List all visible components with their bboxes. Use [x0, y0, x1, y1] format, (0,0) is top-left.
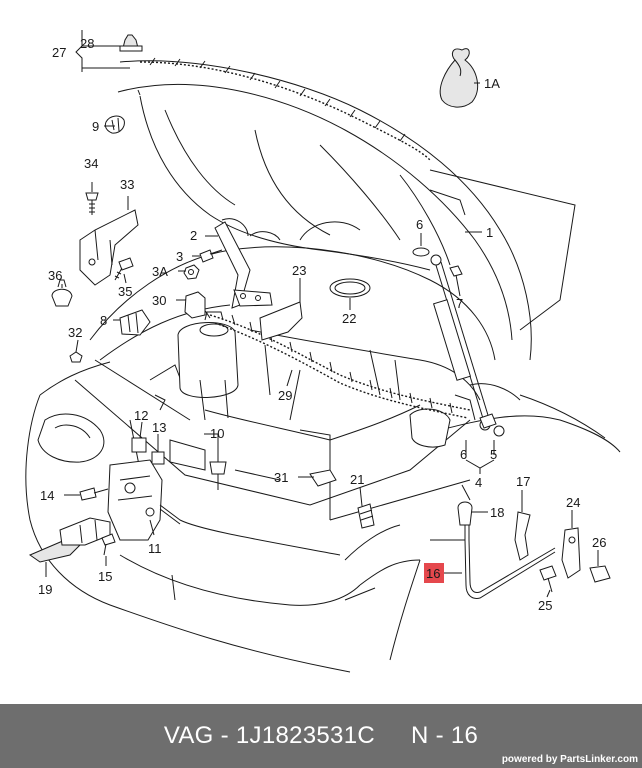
callout-11[interactable]: 11	[148, 541, 162, 556]
callout-13[interactable]: 13	[152, 420, 166, 435]
callout-5[interactable]: 5	[490, 447, 497, 462]
callout-15[interactable]: 15	[98, 569, 112, 584]
highlight-box	[424, 563, 444, 583]
part-number: 1J1823531C	[235, 722, 375, 749]
engine-bay-drawing	[89, 246, 521, 448]
callout-6-upper[interactable]: 6	[416, 217, 423, 232]
callout-29[interactable]: 29	[278, 388, 292, 403]
callout-32[interactable]: 32	[68, 325, 82, 340]
callout-36[interactable]: 36	[48, 268, 62, 283]
callout-12[interactable]: 12	[134, 408, 148, 423]
small-parts-drawing	[28, 34, 611, 599]
callout-30[interactable]: 30	[152, 293, 166, 308]
exploded-parts-diagram: 27 28 1A 9 1 6 2 3 3A 7 33 34 35 36 30 8…	[25, 30, 621, 673]
position-label: N - 16	[411, 722, 479, 749]
callout-31[interactable]: 31	[274, 470, 288, 485]
callout-25[interactable]: 25	[538, 598, 552, 613]
callout-3[interactable]: 3	[176, 249, 183, 264]
callout-14[interactable]: 14	[40, 488, 54, 503]
callout-35[interactable]: 35	[118, 284, 132, 299]
callout-16[interactable]: 16	[426, 566, 440, 581]
callout-28[interactable]: 28	[80, 36, 94, 51]
car-body-drawing	[25, 359, 621, 673]
callout-labels: 27 28 1A 9 1 6 2 3 3A 7 33 34 35 36 30 8…	[38, 36, 606, 613]
callout-17[interactable]: 17	[516, 474, 530, 489]
callout-18[interactable]: 18	[490, 505, 504, 520]
footer-bar: VAG - 1J1823531C N - 16 powered by Parts…	[0, 704, 642, 768]
hood-drawing	[117, 57, 576, 361]
callout-24[interactable]: 24	[566, 495, 580, 510]
callout-2[interactable]: 2	[190, 228, 197, 243]
callout-4[interactable]: 4	[475, 475, 482, 490]
code-separator: -	[220, 722, 229, 749]
callout-1[interactable]: 1	[486, 225, 493, 240]
leader-lines	[45, 30, 599, 598]
callout-23[interactable]: 23	[292, 263, 306, 278]
powered-by-link[interactable]: powered by PartsLinker.com	[501, 754, 638, 765]
callout-22[interactable]: 22	[342, 311, 356, 326]
callout-9[interactable]: 9	[92, 119, 99, 134]
gas-strut-drawing	[412, 247, 505, 437]
callout-27[interactable]: 27	[52, 45, 66, 60]
callout-10[interactable]: 10	[210, 426, 224, 441]
callout-6-lower[interactable]: 6	[460, 447, 467, 462]
callout-33[interactable]: 33	[120, 177, 134, 192]
callout-3A[interactable]: 3A	[152, 264, 168, 279]
callout-1A[interactable]: 1A	[484, 76, 500, 91]
callout-26[interactable]: 26	[592, 535, 606, 550]
callout-34[interactable]: 34	[84, 156, 98, 171]
callout-19[interactable]: 19	[38, 582, 52, 597]
part-code: VAG - 1J1823531C N - 16	[0, 704, 642, 768]
brand-prefix: VAG	[163, 722, 214, 749]
callout-8[interactable]: 8	[100, 313, 107, 328]
callout-21[interactable]: 21	[350, 472, 364, 487]
callout-7[interactable]: 7	[456, 296, 463, 311]
